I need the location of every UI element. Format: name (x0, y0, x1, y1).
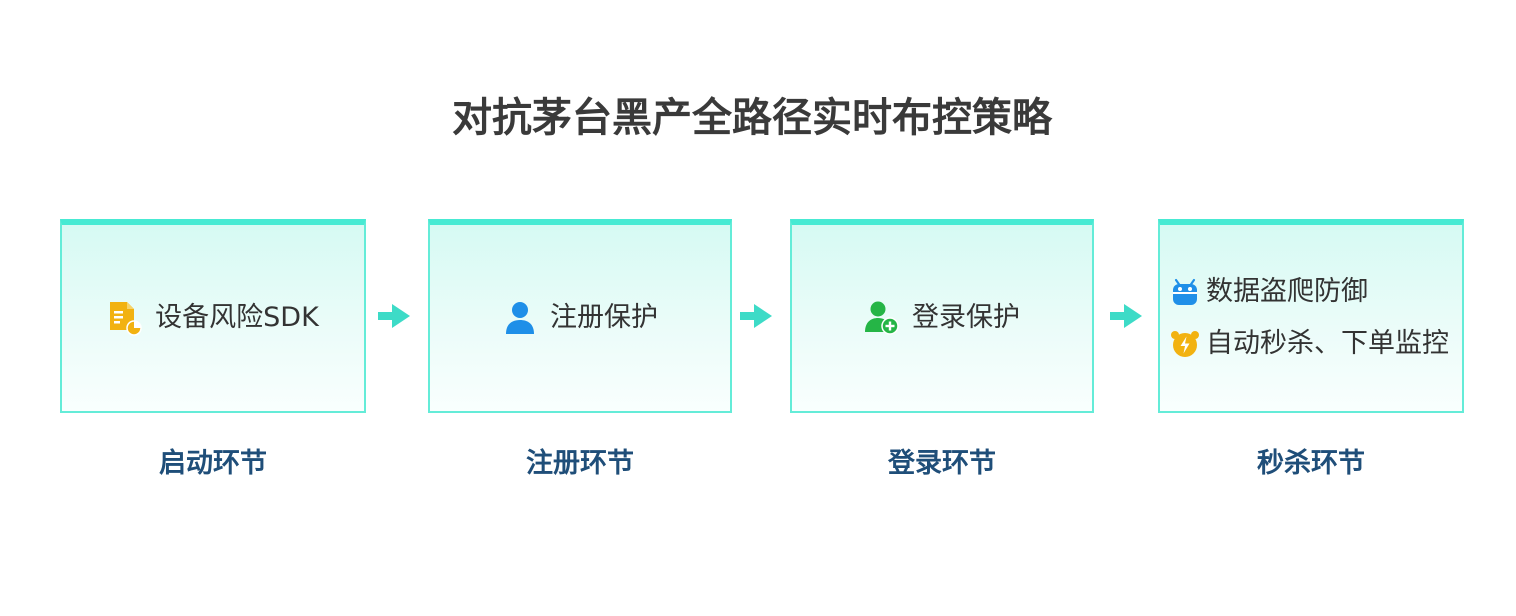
stage-item: 登录保护 (864, 298, 1020, 338)
stage-item: 注册保护 (502, 298, 658, 338)
alarm-clock-icon (1170, 329, 1200, 359)
bot-icon (1170, 277, 1200, 307)
diagram-title: 对抗茅台黑产全路径实时布控策略 (452, 95, 1052, 141)
arrow-right-icon (378, 304, 410, 328)
stage-item-text: 登录保护 (912, 302, 1020, 333)
user-add-icon (864, 300, 900, 336)
stage-item: 自动秒杀、下单监控 (1170, 318, 1449, 370)
stage-item-text: 自动秒杀、下单监控 (1206, 328, 1449, 359)
stage-card-flash-sale: 数据盗爬防御 自动秒杀、下单监控 (1158, 219, 1464, 413)
stage-label-startup: 启动环节 (159, 448, 267, 479)
document-icon (107, 300, 143, 336)
stage-label-flash-sale: 秒杀环节 (1257, 448, 1365, 479)
stage-label-register: 注册环节 (526, 448, 634, 479)
arrow-right-icon (1110, 304, 1142, 328)
stage-item: 数据盗爬防御 (1170, 266, 1368, 318)
stage-card-register: 注册保护 (428, 219, 732, 413)
stage-item-text: 数据盗爬防御 (1206, 276, 1368, 307)
stage-item: 设备风险SDK (107, 298, 319, 338)
stage-item-text: 设备风险SDK (155, 302, 319, 333)
stage-item-text: 注册保护 (550, 302, 658, 333)
stage-card-login: 登录保护 (790, 219, 1094, 413)
stage-label-login: 登录环节 (888, 448, 996, 479)
stage-card-startup: 设备风险SDK (60, 219, 366, 413)
arrow-right-icon (740, 304, 772, 328)
user-icon (502, 300, 538, 336)
